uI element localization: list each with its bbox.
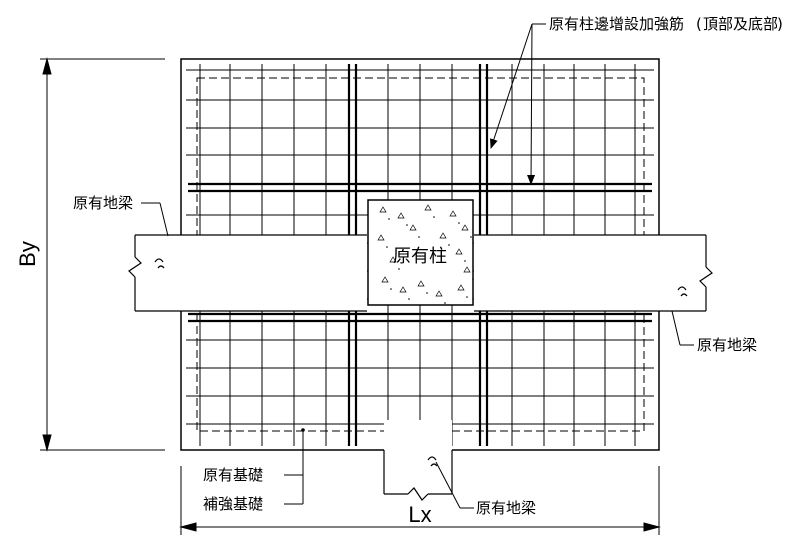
concrete-speckle <box>458 222 460 224</box>
dimension-by <box>40 57 165 452</box>
concrete-speckle <box>472 278 474 280</box>
concrete-speckle <box>463 266 471 273</box>
paren-close: ) <box>777 15 783 33</box>
concrete-speckle <box>448 244 450 246</box>
reinforced-footing-label: 補強基礎 <box>203 495 263 513</box>
concrete-speckle <box>406 224 408 226</box>
concrete-speckle <box>399 286 407 293</box>
leader-dot <box>301 428 305 432</box>
strengthening-bars-label: 原有柱邊增設加強筋 <box>549 15 684 33</box>
concrete-speckle <box>455 248 463 255</box>
concrete-speckle <box>439 232 447 239</box>
dimension-lx <box>179 466 661 535</box>
concrete-speckle <box>389 256 397 263</box>
concrete-speckle <box>377 234 385 241</box>
annotations <box>141 23 694 509</box>
existing-beam-label-left: 原有地梁 <box>73 194 133 212</box>
dimension-by-label: By <box>15 241 40 267</box>
concrete-speckle <box>388 218 390 220</box>
concrete-speckle <box>398 268 400 270</box>
concrete-speckle <box>417 280 425 287</box>
concrete-speckle <box>433 216 435 218</box>
concrete-speckle <box>457 284 465 291</box>
concrete-speckle <box>409 224 417 231</box>
existing-ground-beams <box>128 234 713 501</box>
paren-open: ( <box>696 15 702 33</box>
concrete-speckle <box>408 298 410 300</box>
concrete-speckle <box>444 302 446 304</box>
concrete-speckle <box>424 204 432 211</box>
existing-column: 原有柱 <box>367 199 474 306</box>
concrete-speckle <box>449 210 457 217</box>
concrete-speckle <box>418 236 420 238</box>
concrete-speckle <box>390 288 392 290</box>
concrete-speckle <box>426 292 428 294</box>
concrete-speckle <box>435 290 443 297</box>
concrete-speckle <box>397 212 405 219</box>
strengthening-bars-note: 頂部及底部 <box>703 15 778 33</box>
concrete-speckle <box>381 276 389 283</box>
existing-beam-label-bottom: 原有地梁 <box>476 499 536 517</box>
concrete-speckle <box>386 246 388 248</box>
concrete-speckle <box>464 260 466 262</box>
existing-column-label: 原有柱 <box>393 246 447 267</box>
existing-footing-label: 原有基礎 <box>203 466 263 484</box>
existing-beam-label-right: 原有地梁 <box>697 336 757 354</box>
dimension-lx-label: Lx <box>408 502 431 527</box>
concrete-speckle <box>379 206 387 213</box>
concrete-speckle <box>466 296 468 298</box>
concrete-speckle <box>470 236 472 238</box>
concrete-speckle <box>461 224 469 231</box>
